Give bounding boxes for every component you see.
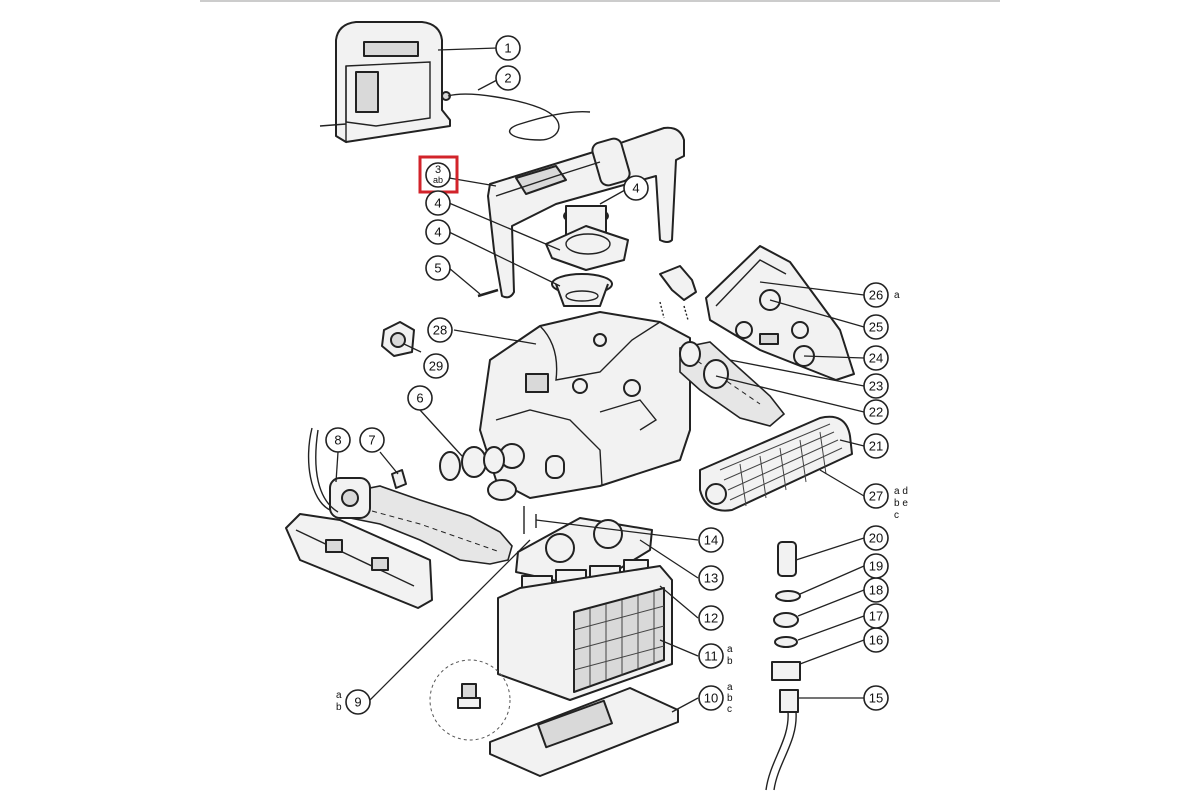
side-panel-lower	[285, 513, 433, 609]
handle-assembly	[487, 126, 685, 299]
callout-label: 16	[869, 633, 883, 648]
callout-label: 8	[334, 433, 341, 448]
callout-sublabel: ab	[433, 175, 443, 185]
callout-label: 22	[869, 405, 883, 420]
rod-14	[523, 506, 537, 534]
callout-label: 9	[354, 695, 361, 710]
side-cable-8	[307, 427, 331, 511]
callout-23: 23	[863, 373, 889, 399]
callout-label: 21	[869, 439, 883, 454]
bolt-7	[391, 469, 407, 489]
callout-label: 17	[869, 609, 883, 624]
callout-6: 6	[407, 385, 433, 411]
callout-label: 27	[869, 489, 883, 504]
callout-2: 2	[495, 65, 521, 91]
callout-28: 28	[427, 317, 453, 343]
callout-label: 26	[869, 288, 883, 303]
callout-label: 28	[433, 323, 447, 338]
callout-24: 24	[863, 345, 889, 371]
callout-29: 29	[423, 353, 449, 379]
callout-13: 13	[698, 565, 724, 591]
callout-label: 14	[704, 533, 718, 548]
callout-label: 13	[704, 571, 718, 586]
callout-8: 8	[325, 427, 351, 453]
variant-10-b: b	[727, 693, 733, 704]
callout-label: 3	[435, 164, 441, 176]
variant-10-c: c	[727, 704, 732, 715]
base-tray	[489, 687, 679, 777]
callout-label: 24	[869, 351, 883, 366]
screw-5	[477, 288, 499, 298]
drive-gears	[439, 446, 517, 501]
variant-26-a: a	[894, 290, 900, 301]
impeller-assembly	[545, 205, 629, 307]
variant-27-ad: a d	[894, 486, 908, 497]
callout-9: 9 a b	[336, 689, 371, 715]
callout-label: 12	[704, 611, 718, 626]
variant-27-c: c	[894, 510, 899, 521]
callout-27: 27 a d b e c	[863, 483, 908, 521]
callout-15: 15	[863, 685, 889, 711]
variant-11-a: a	[727, 644, 733, 655]
callout-label: 25	[869, 320, 883, 335]
variant-11-b: b	[727, 656, 733, 667]
callout-19: 19	[863, 553, 889, 579]
callout-10: 10 a b c	[698, 682, 733, 715]
callout-label: 20	[869, 531, 883, 546]
swivel-small-parts	[765, 541, 801, 791]
leader-lines	[335, 47, 865, 713]
callout-18: 18	[863, 577, 889, 603]
callout-label: 10	[704, 691, 718, 706]
callout-label: 15	[869, 691, 883, 706]
callout-label: 2	[504, 71, 511, 86]
callout-21: 21	[863, 433, 889, 459]
callout-7: 7	[359, 427, 385, 453]
callout-16: 16	[863, 627, 889, 653]
filter-basket	[497, 565, 673, 701]
callout-22: 22	[863, 399, 889, 425]
power-cable	[447, 93, 591, 141]
callout-3: 3 ab	[418, 155, 459, 194]
power-supply-box	[335, 21, 451, 144]
side-cable-8b	[315, 429, 339, 513]
callout-20: 20	[863, 525, 889, 551]
variant-27-be: b e	[894, 498, 908, 509]
callout-1: 1	[495, 35, 521, 61]
callout-17: 17	[863, 603, 889, 629]
main-motor-body	[479, 311, 691, 499]
valve-detail-inset	[429, 659, 511, 741]
callout-label: 11	[704, 649, 718, 664]
callout-4-cap: 4	[425, 190, 451, 216]
filter-top-frame	[515, 517, 653, 589]
callout-14: 14	[698, 527, 724, 553]
callout-4-ring: 4	[425, 219, 451, 245]
callout-label: 29	[429, 359, 443, 374]
callout-label: 4	[632, 181, 639, 196]
callout-label: 1	[504, 41, 511, 56]
callout-label: 5	[434, 261, 441, 276]
variant-9-b: b	[336, 702, 342, 713]
callout-label: 4	[434, 225, 441, 240]
clip-and-springs	[659, 265, 697, 321]
variant-9-a: a	[336, 690, 342, 701]
power-cable-lead	[319, 123, 347, 127]
callout-label: 18	[869, 583, 883, 598]
callout-12: 12	[698, 605, 724, 631]
swivel-connector	[381, 321, 415, 357]
callout-label: 19	[869, 559, 883, 574]
brush-roller	[699, 415, 853, 512]
callout-26: 26 a	[863, 282, 900, 308]
callout-label: 6	[416, 391, 423, 406]
callout-4-impeller: 4	[623, 175, 649, 201]
callout-label: 7	[368, 433, 375, 448]
callout-label: 23	[869, 379, 883, 394]
callout-11: 11 a b	[698, 643, 733, 669]
right-drive-track	[679, 341, 786, 427]
variant-10-a: a	[727, 682, 733, 693]
callout-25: 25	[863, 314, 889, 340]
callout-label: 4	[434, 196, 441, 211]
left-drive-track	[329, 477, 513, 565]
callout-5: 5	[425, 255, 451, 281]
